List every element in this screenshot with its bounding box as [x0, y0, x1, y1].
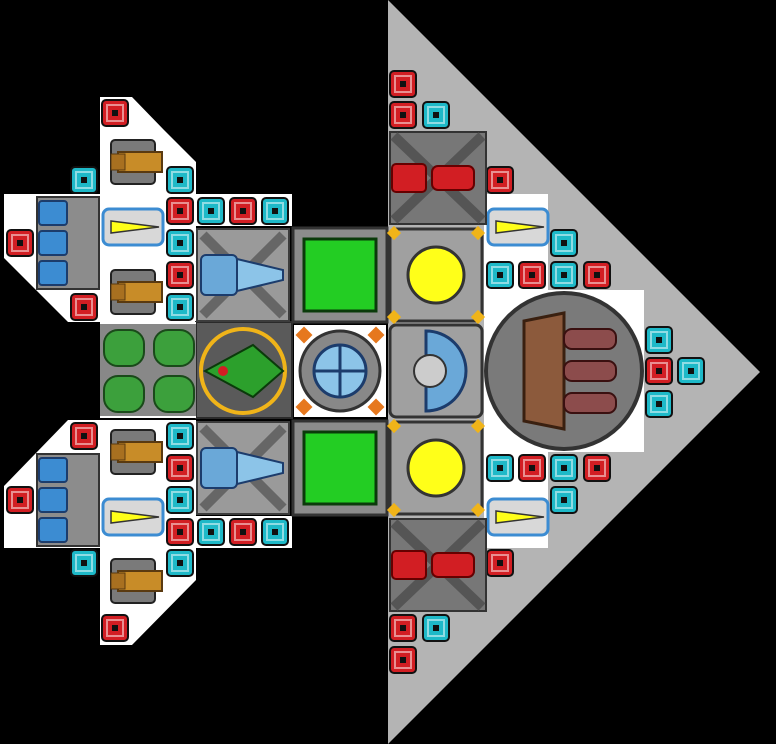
green-generator [291, 419, 389, 517]
scene-title [0, 0, 1, 1]
yellow-reactor [386, 225, 486, 325]
brass-cannon [110, 139, 163, 185]
cyan-port-block [197, 518, 225, 546]
green-tank-engine [100, 324, 196, 416]
cyan-port-block [422, 614, 450, 642]
cyan-port-block [677, 357, 705, 385]
cyan-port-block [550, 229, 578, 257]
red-turret-block [70, 422, 98, 450]
missile-launcher [486, 207, 550, 247]
red-gun-pod [389, 518, 487, 612]
missile-launcher [101, 497, 165, 537]
red-turret-block [166, 197, 194, 225]
cyan-port-block [70, 549, 98, 577]
red-turret-block [486, 549, 514, 577]
cyan-port-block [261, 197, 289, 225]
brass-cannon [110, 269, 163, 315]
thruster-bank [36, 196, 100, 290]
brass-cannon [110, 429, 163, 475]
cyan-port-block [166, 293, 194, 321]
red-turret-block [166, 454, 194, 482]
drill-module [196, 421, 290, 515]
cyan-port-block [166, 229, 194, 257]
parts-layer [6, 70, 705, 674]
red-turret-block [229, 197, 257, 225]
red-turret-block [518, 261, 546, 289]
red-turret-block [645, 357, 673, 385]
missile-launcher [101, 207, 165, 247]
central-hub [294, 325, 386, 417]
missile-launcher [486, 497, 550, 537]
red-turret-block [518, 454, 546, 482]
red-turret-block [583, 454, 611, 482]
cyan-port-block [645, 326, 673, 354]
red-turret-block [101, 614, 129, 642]
cyan-port-block [197, 197, 225, 225]
red-turret-block [70, 293, 98, 321]
red-turret-block [583, 261, 611, 289]
cyan-port-block [70, 166, 98, 194]
green-command-core [199, 327, 287, 415]
red-gun-pod [389, 131, 487, 225]
thruster-bank [36, 453, 100, 547]
cyan-port-block [166, 549, 194, 577]
cyan-port-block [550, 454, 578, 482]
yellow-reactor [386, 418, 486, 518]
red-turret-block [389, 70, 417, 98]
red-turret-block [6, 486, 34, 514]
red-turret-block [389, 101, 417, 129]
red-turret-block [166, 261, 194, 289]
red-turret-block [166, 518, 194, 546]
drill-module [196, 228, 290, 322]
brass-cannon [110, 558, 163, 604]
red-turret-block [389, 614, 417, 642]
cyan-port-block [261, 518, 289, 546]
cyan-port-block [486, 454, 514, 482]
red-turret-block [101, 99, 129, 127]
cyan-port-block [486, 261, 514, 289]
cyan-port-block [166, 166, 194, 194]
red-turret-block [486, 166, 514, 194]
shield-dome [388, 323, 484, 419]
cyan-port-block [550, 486, 578, 514]
red-turret-block [229, 518, 257, 546]
green-generator [291, 226, 389, 324]
red-turret-block [389, 646, 417, 674]
cyan-port-block [166, 486, 194, 514]
cyan-port-block [550, 261, 578, 289]
red-turret-block [6, 229, 34, 257]
cyan-port-block [422, 101, 450, 129]
big-cannon-turret [484, 291, 644, 451]
cyan-port-block [166, 422, 194, 450]
cyan-port-block [645, 390, 673, 418]
